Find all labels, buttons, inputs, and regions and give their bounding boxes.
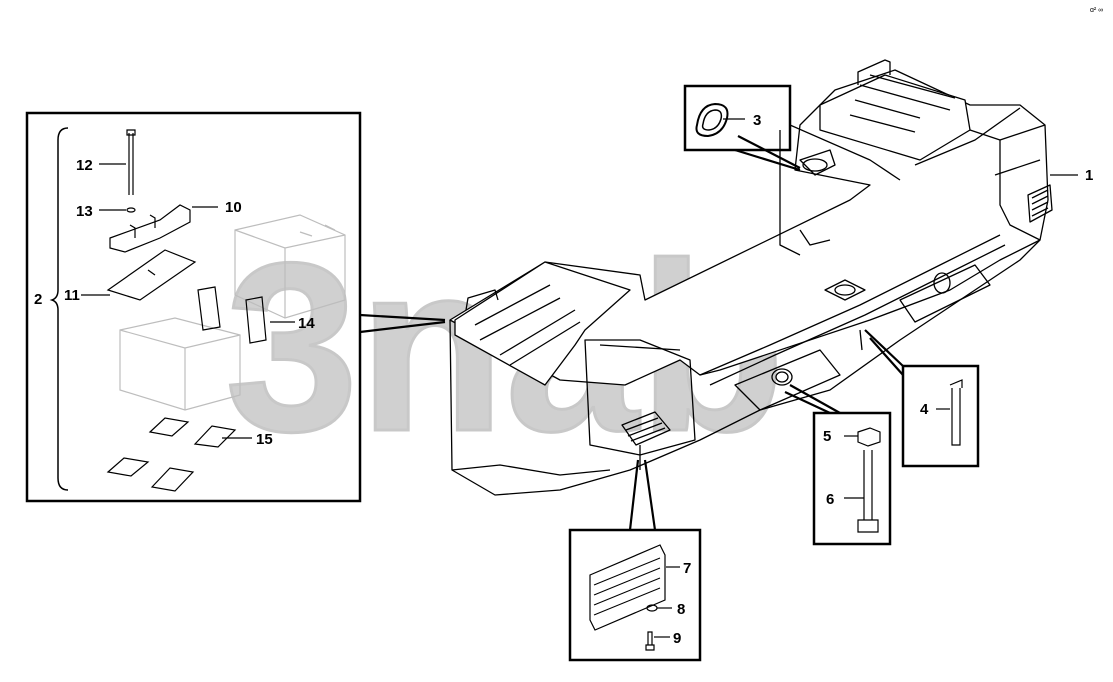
part-label-5: 5: [823, 428, 831, 445]
leader-lines: [81, 163, 1078, 439]
part-label-14: 14: [298, 315, 315, 332]
detail-box-4: [864, 329, 980, 468]
part-label-13: 13: [76, 203, 93, 220]
battery-inset: [25, 111, 362, 503]
part-labels: 1 2 3 4 5 6 7 8 9 10 11 12 13 14 15 ɑ² ∞: [34, 7, 1103, 647]
part-label-7: 7: [683, 560, 691, 577]
counterweight-body: [449, 59, 1053, 496]
part-label-4: 4: [920, 401, 929, 418]
battery-inset-frame: [25, 111, 362, 503]
part-label-1: 1: [1085, 167, 1093, 184]
part-label-8: 8: [677, 601, 685, 618]
part-label-11: 11: [64, 287, 80, 304]
part-label-15: 15: [256, 431, 273, 448]
part-label-3: 3: [753, 112, 761, 129]
part-label-10: 10: [225, 199, 242, 216]
inset-leader: [359, 313, 446, 334]
part-label-6: 6: [826, 491, 834, 508]
detail-box-5-6: [784, 384, 892, 546]
detail-box-7-8-9: [568, 459, 702, 662]
detail-box-3: [683, 84, 801, 172]
corner-mark: ɑ² ∞: [1090, 7, 1103, 14]
part-label-12: 12: [76, 157, 93, 174]
part-label-9: 9: [673, 630, 681, 647]
part-label-2: 2: [34, 291, 42, 308]
